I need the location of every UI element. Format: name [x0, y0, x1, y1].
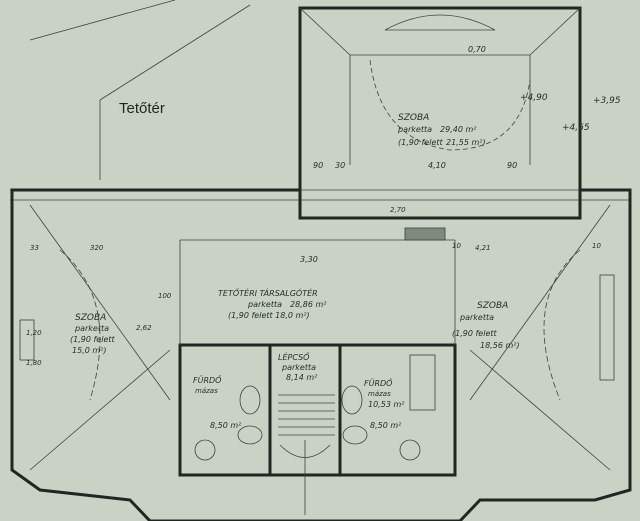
central-rooms [178, 239, 457, 515]
dim-320: 320 [90, 244, 104, 252]
plant-left [194, 439, 216, 461]
hall-floor: parketta [247, 300, 282, 309]
toilet-left [239, 385, 261, 415]
bath-right-area: 10,53 m² [368, 400, 405, 409]
dim-262: 2,62 [136, 324, 152, 332]
dim-top-width: 4,10 [428, 161, 446, 170]
dim-180: 1,80 [26, 359, 42, 367]
sink-right [342, 425, 368, 445]
bath-left-name: FÜRDŐ [193, 375, 222, 385]
dim-100: 100 [158, 292, 172, 300]
dim-level-3: +4,65 [562, 123, 590, 133]
dim-level-2: +3,95 [593, 96, 621, 106]
dim-level-1: +4,90 [520, 93, 548, 103]
room-left-area: 15,0 m²) [72, 346, 106, 355]
bath-right-name: FÜRDŐ [364, 378, 393, 388]
plan-title: Tetőtér [119, 100, 165, 117]
windows [19, 227, 615, 381]
room-right-note: (1,90 felett [452, 329, 497, 338]
dim-hall: 3,30 [300, 255, 318, 264]
upper-dormer [298, 6, 582, 220]
room-left-floor: parketta [74, 324, 109, 333]
hall-name: TETŐTÉRI TÁRSALGÓTÉR [218, 287, 318, 298]
stair-area: 8,14 m² [286, 373, 318, 382]
room-left-note: (1,90 felett [70, 335, 115, 344]
plant-right [399, 439, 421, 461]
bath-left-floor: mázas [195, 387, 218, 395]
hall-area: 28,86 m² [290, 300, 327, 309]
room-top-area2: 21,55 m²) [446, 138, 486, 147]
main-floor-walls [10, 188, 632, 521]
staircase [278, 394, 335, 515]
room-right-area: 18,56 m²) [480, 341, 520, 350]
dim-10-a: 10 [452, 242, 461, 250]
room-labels: SZOBA parketta 29,40 m² (1,90 felett 21,… [70, 113, 520, 430]
toilet-right [341, 385, 363, 415]
dim-120: 1,20 [26, 329, 42, 337]
room-right-floor: parketta [459, 313, 494, 322]
room-top-name: SZOBA [398, 113, 429, 123]
dim-30: 30 [335, 161, 345, 170]
dim-90-a: 90 [313, 161, 323, 170]
dimension-labels: +4,90 +3,95 +4,65 4,10 0,70 90 30 3,30 2… [26, 45, 621, 367]
bath-right-area2: 8,50 m² [370, 421, 402, 430]
hall-note: (1,90 felett 18,0 m²) [228, 311, 310, 320]
dim-door: 0,70 [468, 45, 486, 54]
stair-floor: parketta [281, 363, 316, 372]
dim-421: 4,21 [475, 244, 491, 252]
bath-left-area: 8,50 m² [210, 421, 242, 430]
bathtub [409, 354, 436, 411]
dim-10-b: 10 [592, 242, 601, 250]
room-top-note: (1,90 felett [398, 138, 443, 147]
room-top-area: 29,40 m² [440, 125, 477, 134]
room-left-name: SZOBA [75, 313, 106, 323]
stair-name: LÉPCSŐ [278, 351, 310, 362]
room-top-floor: parketta [397, 125, 432, 134]
dim-90-b: 90 [507, 161, 517, 170]
bath-right-floor: mázas [368, 390, 391, 398]
dim-33: 33 [30, 244, 39, 252]
room-right-name: SZOBA [477, 301, 508, 311]
dim-270: 2,70 [390, 206, 406, 214]
sink-left [237, 425, 263, 445]
